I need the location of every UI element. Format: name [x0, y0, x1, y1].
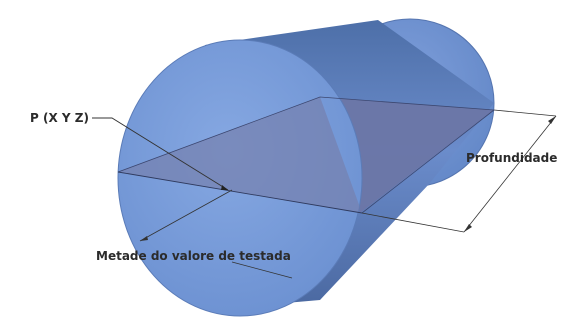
point-marker: [221, 185, 228, 190]
half-frontage-dimension-line: [139, 189, 233, 242]
depth-dimension-line: [463, 115, 557, 233]
depth-extension-bottom: [361, 212, 465, 233]
half-frontage-label: Metade do valore de testada: [96, 249, 291, 263]
depth-extension-top: [493, 109, 557, 117]
half-frontage-tail-line: [231, 261, 293, 279]
depth-label: Profundidade: [466, 151, 557, 165]
half-frontage-arrow: [140, 236, 148, 241]
point-label: P (X Y Z): [30, 111, 89, 125]
depth-arrow-bottom: [464, 224, 472, 232]
section-plane-front: [118, 97, 362, 213]
section-plane-diagonal: [117, 171, 363, 214]
section-plane-outline: [117, 96, 495, 173]
section-plane-far-edge: [361, 109, 495, 214]
section-plane-back: [320, 97, 494, 213]
point-leader-line: [92, 117, 229, 191]
depth-arrow-top: [548, 116, 556, 124]
